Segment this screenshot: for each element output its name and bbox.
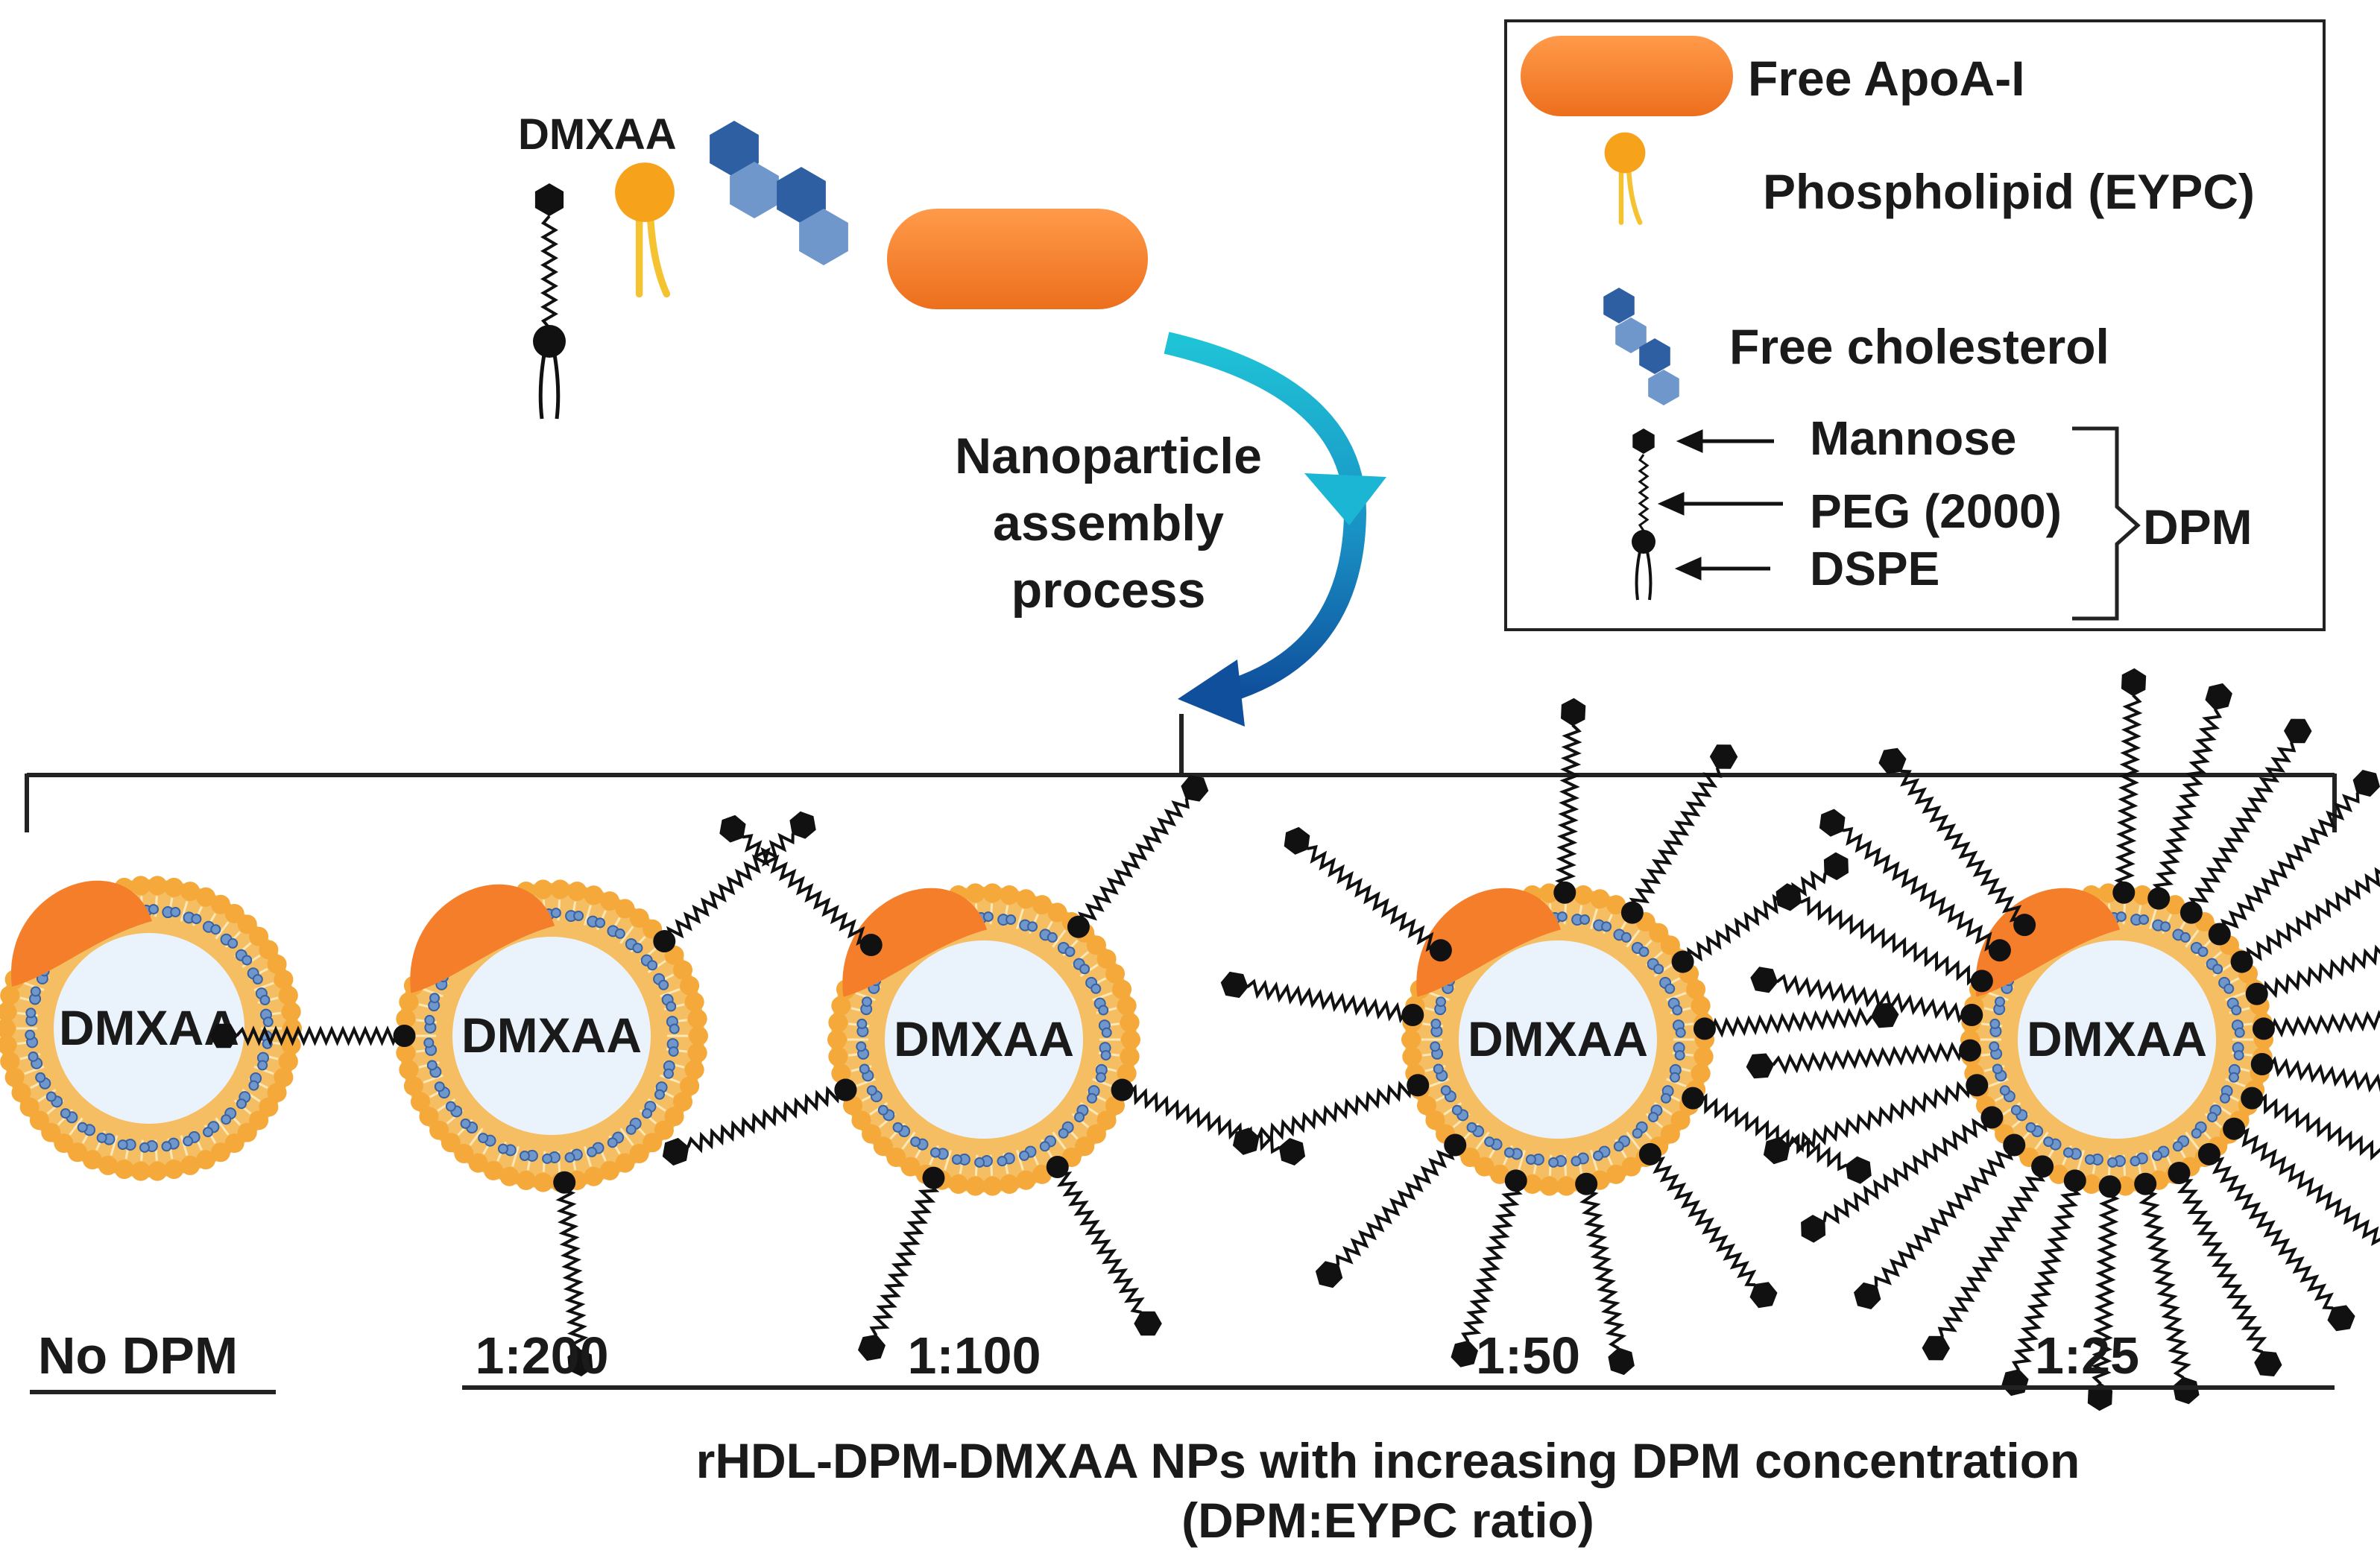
ratio-label-1-200: 1:200	[475, 1326, 608, 1385]
legend-apoa-icon	[1521, 36, 1733, 116]
dpm-molecule	[2223, 1117, 2380, 1247]
apoa-cap	[1416, 888, 1562, 997]
dpm-molecule	[2230, 867, 2380, 973]
caption-line-2: (DPM:EYPC ratio)	[1181, 1493, 1594, 1548]
dpm-molecule	[719, 815, 883, 957]
dpm-molecule	[2087, 1175, 2121, 1411]
top-components: DMXAA	[518, 110, 1148, 420]
legend-apoa-label: Free ApoA-I	[1748, 51, 2025, 106]
dpm-molecule	[858, 1166, 945, 1362]
legend-pointer-arrows	[1657, 429, 1783, 581]
legend-cholesterol-label: Free cholesterol	[1729, 319, 2109, 374]
dmxaa-core	[54, 933, 244, 1124]
nanoparticle: DMXAA	[662, 775, 1306, 1362]
legend-dspe-label: DSPE	[1810, 542, 1939, 595]
dpm-molecule	[2134, 1172, 2200, 1405]
dpm-molecule	[1046, 1156, 1162, 1336]
legend-cholesterol-icon	[1603, 288, 1679, 405]
ratio-labels: No DPM 1:200 1:100 1:50 1:25	[38, 1326, 2139, 1385]
dpm-molecule	[2179, 718, 2312, 924]
phospholipid-icon	[615, 162, 675, 298]
dpm-molecule	[1682, 1087, 1872, 1184]
dpm-molecule	[1878, 747, 2036, 937]
dpm-molecule	[1575, 1172, 1635, 1376]
dmxaa-core	[885, 940, 1083, 1139]
legend-peg-label: PEG (2000)	[1810, 484, 2062, 538]
dpm-molecule	[209, 1023, 416, 1049]
legend-mannose-label: Mannose	[1810, 411, 2016, 465]
dpm-molecule	[2112, 668, 2147, 904]
dpm-molecule	[1854, 1133, 2026, 1309]
dpm-molecule	[2208, 770, 2380, 946]
nanoparticle: DMXAA	[0, 876, 302, 1181]
dpm-molecule	[2168, 1161, 2282, 1376]
core-label: DMXAA	[1468, 1011, 1648, 1066]
assembly-line-3: process	[1011, 562, 1206, 619]
legend-dpm-icon	[1632, 428, 1655, 601]
dpm-molecule	[662, 1078, 857, 1166]
dpm-molecule	[1553, 698, 1586, 904]
dpm-molecule	[1775, 883, 1993, 993]
dpm-molecule	[1801, 1106, 2004, 1243]
dpm-molecule	[2197, 1142, 2355, 1332]
nanoparticle-row: DMXAA DMXAA DMXAA DMXAA DMXAA	[0, 668, 2380, 1411]
assembly-arrow	[1164, 332, 1386, 727]
nanoparticle: DMXAA	[1220, 698, 1899, 1376]
dpm-molecule	[1315, 1133, 1467, 1288]
nanoparticle: DMXAA	[1746, 668, 2380, 1411]
dpm-molecule	[1067, 775, 1209, 938]
dmxaa-label: DMXAA	[518, 110, 677, 159]
dpm-molecule	[1451, 1169, 1527, 1367]
dpm-molecule	[1763, 1074, 1989, 1165]
core-label: DMXAA	[2027, 1011, 2207, 1066]
dpm-molecule	[1922, 1155, 2054, 1361]
apoa-cap	[842, 888, 988, 997]
dpm-molecule	[2252, 1010, 2380, 1040]
apoa-protein-icon	[887, 209, 1148, 309]
core-label: DMXAA	[59, 1000, 239, 1055]
dpm-molecule	[1620, 744, 1738, 924]
ratio-label-1-50: 1:50	[1476, 1326, 1580, 1385]
dmxaa-core	[1459, 940, 1657, 1139]
dpm-molecule	[553, 1171, 593, 1376]
group-bracket	[25, 714, 2337, 832]
nanoparticle: DMXAA	[209, 811, 816, 1376]
dpm-molecule	[1284, 826, 1452, 962]
dmxaa-core	[2018, 940, 2216, 1139]
core-label: DMXAA	[461, 1008, 642, 1063]
dpm-molecule	[2241, 1087, 2380, 1161]
dpm-molecule	[1746, 1039, 1982, 1079]
dpm-molecule	[2245, 944, 2380, 1005]
legend-phospholipid-label: Phospholipid (EYPC)	[1763, 164, 2255, 219]
dpm-molecule-icon	[533, 183, 566, 420]
dpm-molecule	[1111, 1078, 1306, 1166]
dmxaa-core	[452, 937, 651, 1135]
dpm-molecule	[1750, 967, 1983, 1027]
legend-dpm-label: DPM	[2143, 499, 2253, 554]
apoa-cap	[10, 880, 153, 987]
legend-box: Free ApoA-I Phospholipid (EYPC) Free cho…	[1504, 19, 2326, 631]
legend-phospholipid-icon	[1604, 132, 1646, 225]
assembly-line-1: Nanoparticle	[955, 428, 1262, 484]
caption-line-1: rHDL-DPM-DMXAA NPs with increasing DPM c…	[696, 1433, 2080, 1488]
assembly-process-label: Nanoparticle assembly process	[955, 428, 1262, 619]
ratio-label-1-100: 1:100	[907, 1326, 1041, 1385]
dpm-molecule	[1693, 1002, 1899, 1040]
ratio-label-no-dpm: No DPM	[38, 1326, 238, 1385]
dpm-molecule	[1232, 1074, 1430, 1155]
dpm-molecule	[1638, 1142, 1778, 1309]
dpm-molecule	[2147, 683, 2232, 910]
ratio-label-1-25: 1:25	[2035, 1326, 2139, 1385]
dpm-molecule	[2250, 1052, 2380, 1093]
assembly-line-2: assembly	[993, 495, 1224, 551]
apoa-cap	[1975, 888, 2121, 997]
core-label: DMXAA	[894, 1011, 1074, 1066]
dpm-molecule	[1671, 852, 1849, 973]
cholesterol-icon	[710, 121, 848, 265]
apoa-cap	[410, 884, 555, 993]
legend-brace	[2072, 426, 2141, 621]
dpm-molecule	[1819, 809, 2011, 962]
dpm-molecule	[1220, 971, 1424, 1027]
